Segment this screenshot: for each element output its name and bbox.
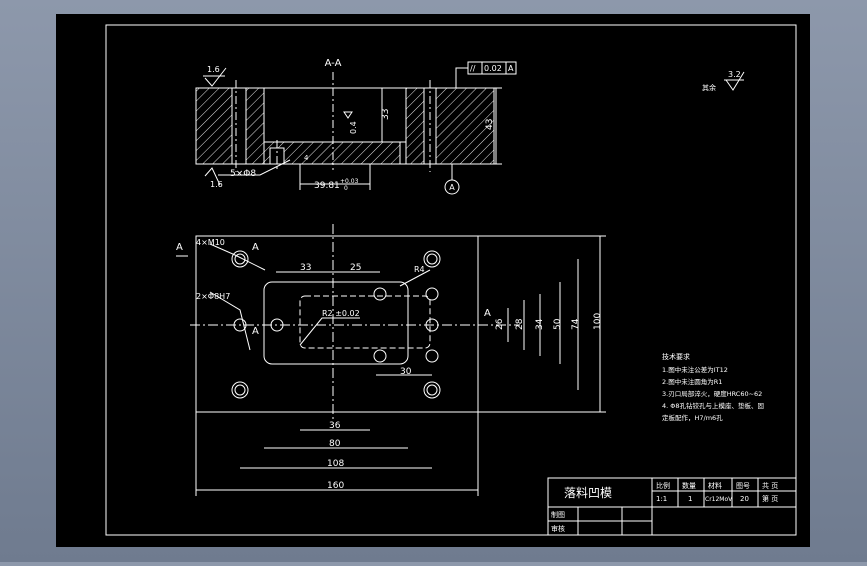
pin-hole-left	[233, 318, 247, 332]
tb-drawn-label: 制图	[551, 510, 565, 519]
tb-value-drawing-no: 20	[740, 495, 749, 503]
tb-header-scale: 比例	[656, 481, 670, 490]
dim-25: 25	[350, 263, 361, 273]
dim-34: 34	[535, 318, 545, 330]
tech-notes: 技术要求 1.图中未注公差为IT12 2.图中未注圆角为R1 3.刃口局部淬火，…	[662, 352, 764, 422]
radius-r4: R4	[414, 265, 425, 274]
sheet-border	[105, 24, 797, 536]
tb-header-qty: 数量	[682, 481, 696, 490]
dim-50: 50	[553, 318, 563, 330]
hatch-right-inner	[405, 87, 425, 165]
finish-mark-other	[725, 71, 745, 91]
tolerance-symbol: //	[470, 64, 476, 73]
section-mark-top: A	[252, 242, 259, 253]
dim-width-3981: 39.81	[314, 181, 340, 191]
tb-value-material: Cr12MoV	[705, 496, 733, 503]
finish-value-bottom: 1.6	[210, 180, 223, 189]
hatch-left-inner	[245, 87, 265, 165]
finish-mark-top	[204, 67, 227, 87]
finish-value-other: 3.2	[728, 70, 741, 79]
tb-header-drawing-no: 图号	[736, 482, 750, 490]
dim-depth-33: 33	[381, 109, 391, 120]
thread-hole-br	[423, 381, 441, 399]
hatch-left-wall	[195, 87, 233, 165]
pin-holes-callout: 2×Φ8H7	[196, 292, 230, 301]
tech-note-1: 1.图中未注公差为IT12	[662, 365, 728, 374]
plan-outline	[195, 235, 479, 413]
tb-value-scale: 1:1	[656, 495, 667, 503]
thread-hole-bl	[231, 381, 249, 399]
thread-hole-tr	[423, 250, 441, 268]
finish-mark-bottom	[204, 167, 221, 186]
dim-step-04: 0.4	[349, 121, 358, 134]
dim-108: 108	[327, 459, 344, 469]
tech-note-3: 3.刃口局部淬火，硬度HRC60~62	[662, 389, 762, 398]
dim-80: 80	[329, 439, 341, 449]
finish-other-label: 其余	[702, 83, 716, 92]
datum-marker: A	[449, 183, 455, 192]
tb-value-sheet: 第 页	[762, 494, 778, 503]
part-name: 落料凹模	[564, 486, 612, 500]
tolerance-value: 0.02	[484, 64, 502, 73]
dim-small-4: 4	[304, 154, 309, 162]
thread-holes-callout: 4×M10	[196, 238, 225, 247]
dim-28: 28	[515, 318, 525, 330]
section-label: A-A	[325, 58, 342, 69]
dim-30: 30	[400, 367, 412, 377]
dim-160: 160	[327, 481, 344, 491]
tech-note-5: 定板配作，H7/m6孔	[662, 413, 723, 422]
dim-36: 36	[329, 421, 341, 431]
dim-100: 100	[593, 313, 603, 330]
tb-header-material: 材料	[708, 481, 722, 490]
plan-view: 33 25 26 28 34 50 74 100 30 36 80 108 16…	[176, 224, 606, 496]
die-opening	[263, 281, 409, 365]
tech-notes-title: 技术要求	[662, 352, 690, 361]
dim-74: 74	[571, 318, 581, 330]
dim-width-tol: +0.03	[340, 178, 359, 185]
tech-note-4: 4. Φ8孔钻铰孔与上模座、垫板、固	[662, 401, 764, 410]
tb-checked-label: 审核	[551, 524, 565, 533]
section-mark-side: A	[252, 326, 259, 337]
section-view: A-A 33 43 0.4 39.81 +0.03 0 4 5×Φ8	[195, 58, 745, 195]
dim-height-43: 43	[485, 119, 495, 130]
holes-callout: 5×Φ8	[230, 169, 256, 179]
tech-note-2: 2.图中未注圆角为R1	[662, 377, 722, 386]
radius-r2: R2 ±0.02	[322, 309, 360, 318]
pin-hole-mid	[270, 318, 284, 332]
finish-value-top: 1.6	[207, 65, 220, 74]
section-mark-left: A	[176, 242, 183, 253]
title-block: 落料凹模 比例 数量 材料 图号 共 页 1:1 1 Cr12MoV 20 第 …	[547, 477, 797, 536]
dim-width-tol-low: 0	[344, 185, 348, 192]
dim-26: 26	[495, 318, 505, 330]
tb-value-qty: 1	[688, 495, 692, 503]
hatch-right-wall	[435, 87, 495, 165]
thread-hole-tl	[231, 250, 249, 268]
punch-outline	[299, 295, 431, 349]
dim-33: 33	[300, 263, 311, 273]
section-mark-right: A	[484, 308, 491, 319]
tolerance-datum: A	[508, 64, 514, 73]
hole-cut-left	[231, 87, 247, 165]
tb-header-sheets: 共 页	[762, 481, 778, 490]
